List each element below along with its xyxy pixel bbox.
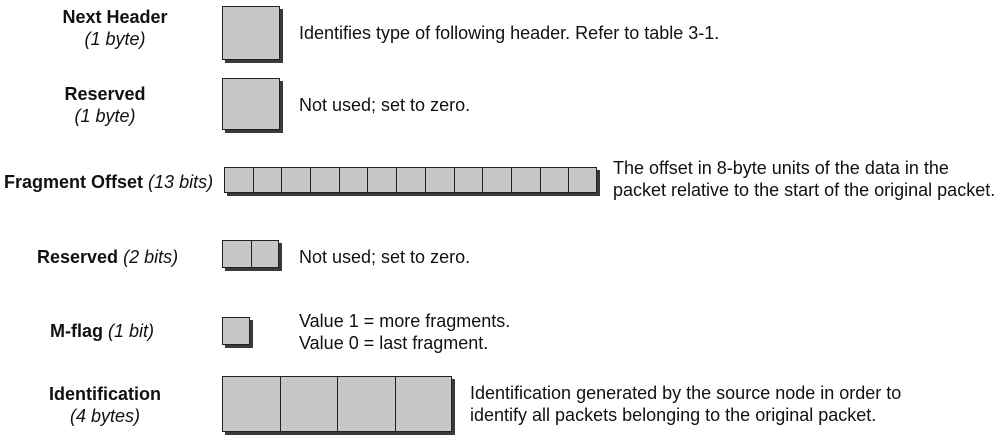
next-header-name: Next Header [62,7,168,27]
byte-box [222,78,280,130]
identification-description: Identification generated by the source n… [470,383,902,425]
bit-box [453,167,483,193]
bit-box [252,167,282,193]
reserved-byte-size: (1 byte) [74,106,136,126]
bit-box [338,167,368,193]
bit-box [281,167,311,193]
reserved-byte-field-boxes [222,78,280,130]
next-header-description: Identifies type of following header. Ref… [299,23,720,43]
fragment-offset-label: Fragment Offset (13 bits) [4,171,213,193]
fragment-offset-name: Fragment Offset [4,172,144,192]
next-header-label: Next Header (1 byte) [40,6,190,50]
m-flag-size: (1 bit) [108,321,155,341]
reserved-bits-name: Reserved [37,247,119,267]
fragment-offset-field-boxes [224,167,597,193]
bit-box [424,167,454,193]
bit-box [310,167,339,193]
byte-box [279,376,337,432]
byte-box [222,376,280,432]
reserved-bits-label: Reserved (2 bits) [37,246,178,268]
identification-field-boxes [222,376,452,432]
identification-label: Identification (4 bytes) [30,383,180,427]
reserved-byte-name: Reserved [64,84,146,104]
fragment-offset-description: The offset in 8-byte units of the data i… [613,158,996,200]
bit-box [568,167,597,193]
fragment-offset-size: (13 bits) [148,172,214,192]
reserved-byte-label: Reserved (1 byte) [30,83,180,127]
bit-box [250,240,279,268]
bit-box [224,167,253,193]
next-header-size: (1 byte) [84,29,146,49]
next-header-field-boxes [222,6,280,60]
m-flag-description: Value 1 = more fragments. Value 0 = last… [299,311,511,353]
bit-box [367,167,397,193]
bit-box [222,240,251,268]
m-flag-label: M-flag (1 bit) [50,320,154,342]
m-flag-name: M-flag [50,321,103,341]
identification-size: (4 bytes) [69,406,141,426]
reserved-bits-field-boxes [222,240,279,268]
reserved-bits-size: (2 bits) [123,247,179,267]
reserved-bits-description: Not used; set to zero. [299,247,471,267]
m-flag-field-boxes [222,317,250,345]
byte-box [394,376,452,432]
reserved-byte-description: Not used; set to zero. [299,95,471,115]
bit-box [482,167,511,193]
bit-box [539,167,569,193]
bit-box [510,167,540,193]
byte-box [222,6,280,60]
byte-box [337,376,395,432]
bit-box [222,317,250,345]
bit-box [396,167,425,193]
identification-name: Identification [49,384,161,404]
